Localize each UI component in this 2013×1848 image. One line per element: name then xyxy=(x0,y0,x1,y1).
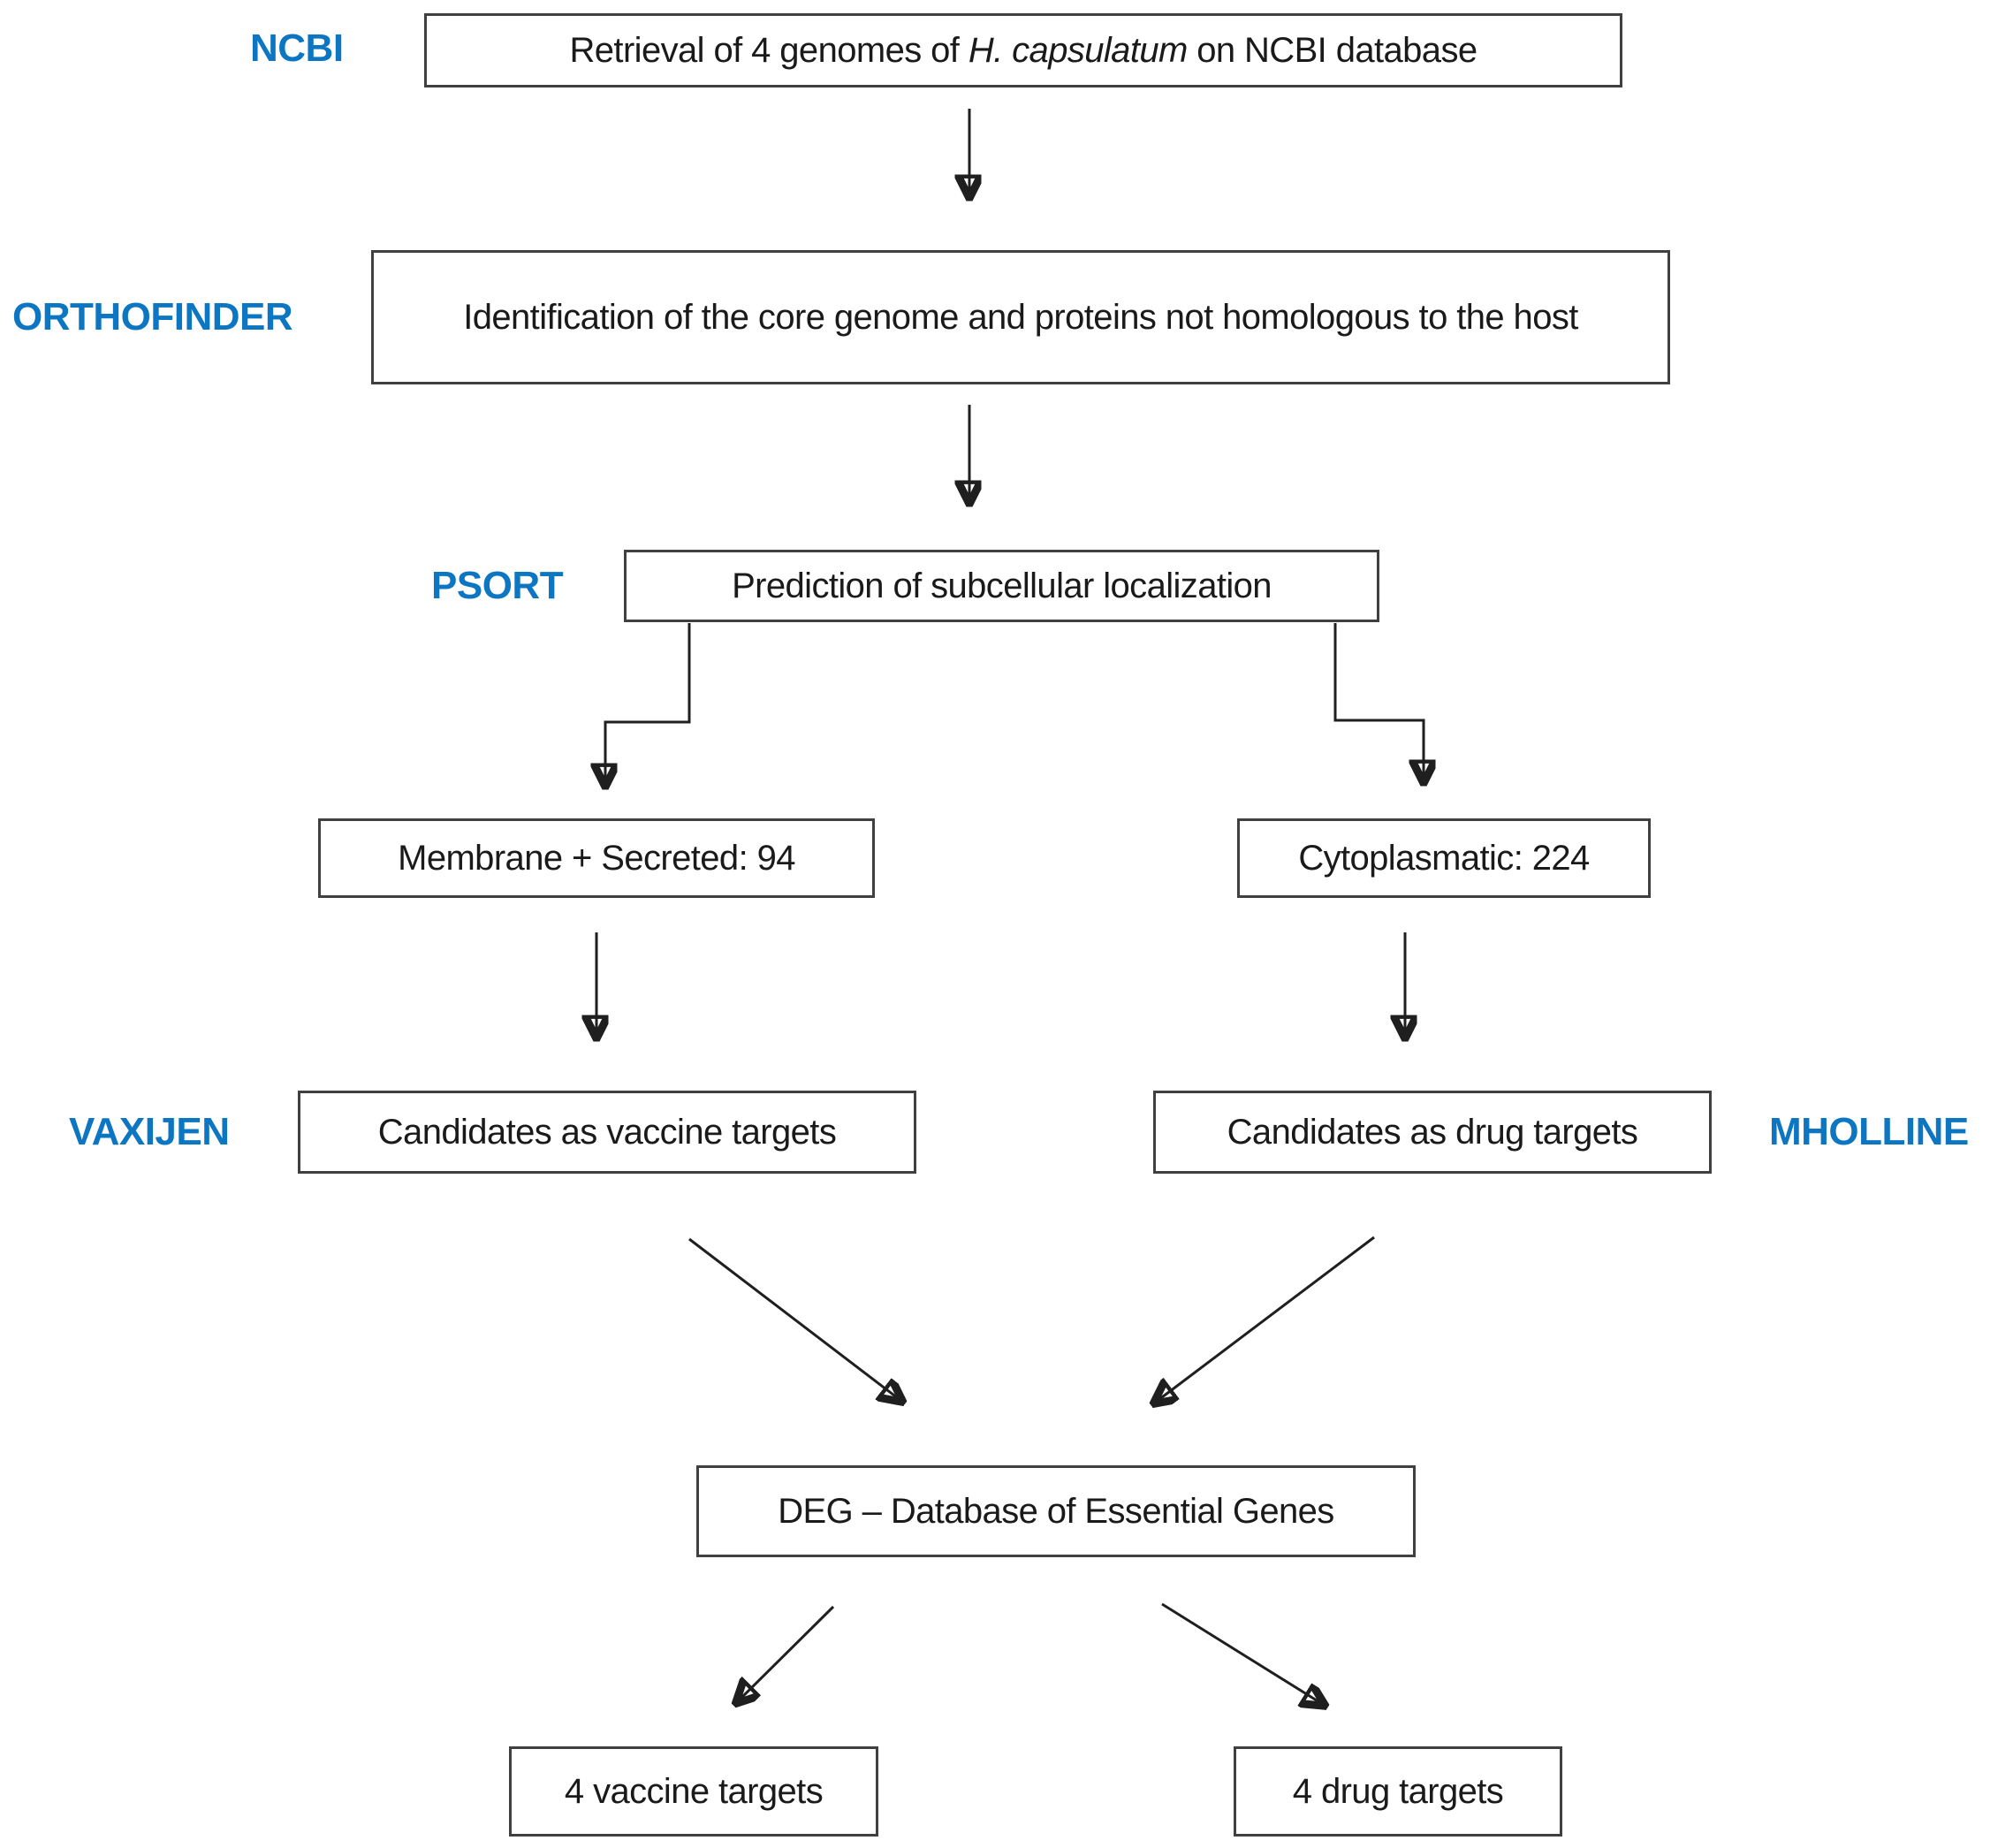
node-membrane-text: Membrane + Secreted: 94 xyxy=(398,838,795,878)
tool-label-orthofinder: ORTHOFINDER xyxy=(12,295,293,338)
arrow-deg-to-vaccine-targets xyxy=(737,1605,835,1702)
arrow-drug-candidates-to-deg xyxy=(1155,1236,1375,1403)
tool-label-psort: PSORT xyxy=(431,564,564,607)
node-vaccine-targets-text: 4 vaccine targets xyxy=(564,1771,824,1811)
node-retrieval-genomes: Retrieval of 4 genomes of H. capsulatum … xyxy=(424,13,1622,87)
elbow-localization-to-cytoplasmatic xyxy=(1333,623,1424,781)
node-drug-targets: 4 drug targets xyxy=(1234,1746,1562,1837)
node-subcellular-localization: Prediction of subcellular localization xyxy=(624,550,1379,622)
elbow-localization-to-membrane xyxy=(605,623,691,785)
node-drug-targets-text: 4 drug targets xyxy=(1292,1771,1504,1811)
node-drug-candidates: Candidates as drug targets xyxy=(1153,1091,1712,1174)
node-cytoplasmatic: Cytoplasmatic: 224 xyxy=(1237,818,1651,898)
node-vaccine-candidates-text: Candidates as vaccine targets xyxy=(377,1112,837,1152)
node-deg-database: DEG – Database of Essential Genes xyxy=(696,1465,1416,1557)
retrieval-text-prefix: Retrieval of 4 genomes of xyxy=(569,30,969,70)
tool-label-vaxijen: VAXIJEN xyxy=(69,1110,230,1153)
node-retrieval-text: Retrieval of 4 genomes of H. capsulatum … xyxy=(569,29,1478,72)
node-membrane-secreted: Membrane + Secreted: 94 xyxy=(318,818,875,898)
tool-label-ncbi: NCBI xyxy=(250,27,344,70)
arrow-deg-to-drug-targets xyxy=(1161,1602,1324,1705)
retrieval-text-suffix: on NCBI database xyxy=(1187,30,1477,70)
arrow-vaccine-candidates-to-deg xyxy=(688,1237,901,1401)
node-deg-text: DEG – Database of Essential Genes xyxy=(778,1491,1334,1531)
node-core-genome-text: Identification of the core genome and pr… xyxy=(463,297,1578,337)
node-vaccine-targets: 4 vaccine targets xyxy=(509,1746,878,1837)
node-cytoplasmatic-text: Cytoplasmatic: 224 xyxy=(1298,838,1590,878)
node-localization-text: Prediction of subcellular localization xyxy=(732,566,1272,605)
retrieval-species-italic: H. capsulatum xyxy=(968,30,1188,70)
node-vaccine-candidates: Candidates as vaccine targets xyxy=(298,1091,916,1174)
node-drug-candidates-text: Candidates as drug targets xyxy=(1227,1112,1638,1152)
tool-label-mholline: MHOLLINE xyxy=(1769,1110,1969,1153)
node-core-genome: Identification of the core genome and pr… xyxy=(371,250,1670,384)
